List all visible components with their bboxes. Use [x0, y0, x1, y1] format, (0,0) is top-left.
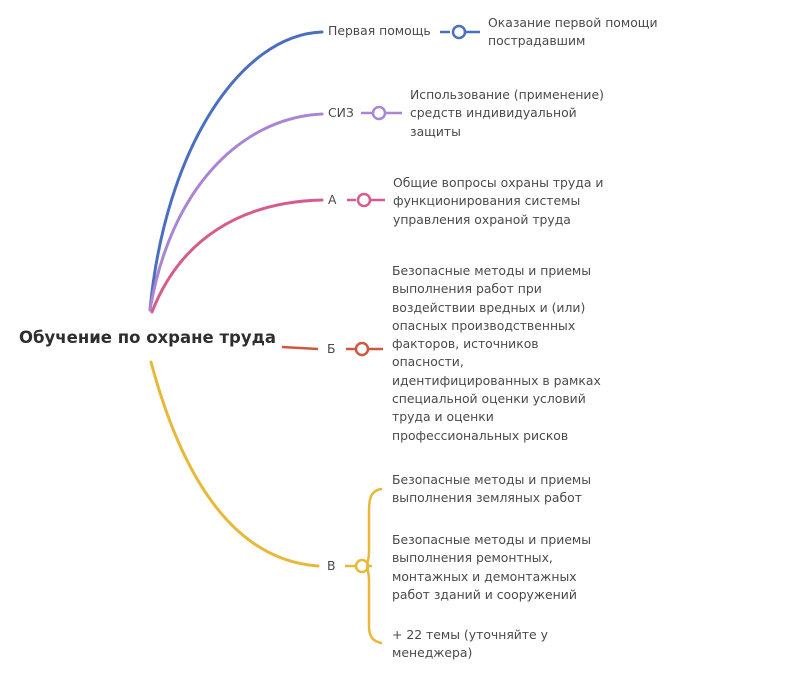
branch-description-b: Безопасные методы и приемы выполнения ра…	[392, 262, 601, 445]
description-line: менеджера)	[392, 645, 473, 661]
description-line: Безопасные методы и приемы	[392, 472, 592, 487]
description-line: выполнения ремонтных,	[392, 550, 553, 566]
description-line: Общие вопросы охраны труда и	[393, 175, 604, 190]
description-line: работ зданий и сооружений	[392, 586, 577, 602]
description-line: факторов, источников	[392, 336, 539, 352]
connector-first-aid	[148, 30, 324, 312]
description-line: идентифицированных в рамках	[392, 372, 601, 388]
branch-label-b[interactable]: Б	[327, 341, 336, 356]
branch-description-siz: Использование (применение) средств индив…	[410, 86, 604, 141]
branch-label-siz[interactable]: СИЗ	[328, 105, 354, 120]
description-line: защиты	[410, 123, 461, 139]
description-line: профессиональных рисков	[392, 427, 569, 443]
description-line: Безопасные методы и приемы	[392, 263, 592, 278]
description-line: опасных производственных	[392, 317, 576, 333]
description-line: Оказание первой помощи	[488, 15, 658, 30]
description-line: труда и оценки	[392, 409, 494, 425]
connector-v	[149, 360, 320, 568]
node-v-circle[interactable]	[354, 558, 370, 574]
description-line: + 22 темы (уточняйте у	[392, 627, 548, 642]
branch-v-item-1: Безопасные методы и приемы выполнения зе…	[392, 471, 591, 508]
root-title: Обучение по охране труда	[19, 328, 277, 347]
connector-siz	[148, 112, 324, 312]
description-line: воздействии вредных и (или)	[392, 299, 586, 315]
description-line: монтажных и демонтажных	[392, 568, 577, 584]
description-line: управления охраной труда	[393, 211, 571, 227]
node-first-aid-circle[interactable]	[451, 24, 467, 40]
branch-label-v[interactable]: В	[327, 558, 336, 573]
branch-v-item-3: + 22 темы (уточняйте у менеджера)	[392, 626, 548, 663]
description-line: пострадавшим	[488, 33, 586, 49]
node-a-circle[interactable]	[356, 192, 372, 208]
description-line: выполнения земляных работ	[392, 490, 582, 506]
branch-label-a[interactable]: А	[328, 192, 337, 207]
description-line: функционирования системы	[393, 193, 581, 209]
branch-label-first-aid[interactable]: Первая помощь	[328, 23, 431, 38]
branch-description-first-aid: Оказание первой помощи пострадавшим	[488, 14, 658, 51]
description-line: специальной оценки условий	[392, 391, 586, 407]
connector-b	[281, 345, 319, 351]
branch-v-item-2: Безопасные методы и приемы выполнения ре…	[392, 531, 591, 604]
description-line: выполнения работ при	[392, 281, 542, 297]
node-siz-circle[interactable]	[371, 105, 387, 121]
description-line: средств индивидуальной	[410, 105, 577, 121]
description-line: Использование (применение)	[410, 87, 604, 102]
connector-a	[150, 198, 324, 314]
description-line: опасности,	[392, 354, 464, 370]
node-b-circle[interactable]	[354, 341, 370, 357]
description-line: Безопасные методы и приемы	[392, 532, 592, 547]
branch-description-a: Общие вопросы охраны труда и функциониро…	[393, 174, 603, 229]
